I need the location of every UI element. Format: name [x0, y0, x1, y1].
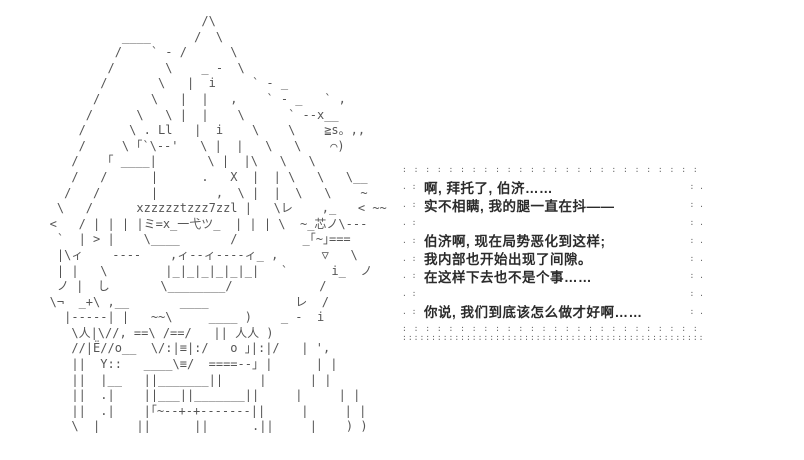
- dialogue-box: : : : : : : : : : : : : : : : : : : : : …: [402, 166, 704, 342]
- border-dots-right: : .: [689, 200, 704, 210]
- dialogue-line: 实不相瞒, 我的腿一直在抖——: [424, 198, 615, 214]
- border-dots-left: . :: [402, 306, 417, 316]
- dialogue-box-border-top: : : : : : : : : : : : : : : : : : : : : …: [402, 166, 704, 174]
- border-dots-right: : .: [689, 182, 704, 192]
- dialogue-box-border-bottom: : : : : : : : : : : : : : : : : : : : : …: [402, 325, 704, 334]
- dialogue-row: . : 我内部也开始出现了间隙。 : .: [402, 249, 704, 267]
- dialogue-row: . : : .: [402, 285, 704, 303]
- border-dots-left: . :: [402, 253, 417, 263]
- border-dots-left: . :: [402, 182, 417, 192]
- border-dots-left: . :: [402, 200, 417, 210]
- dialogue-line: 啊, 拜托了, 伯济……: [424, 180, 554, 196]
- border-dots-right: : .: [689, 271, 704, 281]
- dialogue-row: . : 在这样下去也不是个事…… : .: [402, 267, 704, 285]
- dialogue-box-border-bottom: ::::::::::::::::::::::::::::::::::::::::…: [402, 334, 704, 343]
- border-dots-left: . :: [402, 217, 417, 227]
- border-dots-right: : .: [689, 289, 704, 299]
- border-dots-right: : .: [689, 253, 704, 263]
- dialogue-row: . : 啊, 拜托了, 伯济…… : .: [402, 178, 704, 196]
- dialogue-line: 我内部也开始出现了间隙。: [424, 252, 592, 268]
- dialogue-row: . : 你说, 我们到底该怎么做才好啊…… : .: [402, 303, 704, 321]
- dialogue-row: . : 实不相瞒, 我的腿一直在抖—— : .: [402, 196, 704, 214]
- dialogue-line: 你说, 我们到底该怎么做才好啊……: [424, 305, 643, 321]
- border-dots-left: . :: [402, 271, 417, 281]
- border-dots-left: . :: [402, 289, 417, 299]
- ascii-art-character: /\ ____ / \ / ` - / \ / \ _ - \ / \ | i …: [49, 14, 387, 434]
- border-dots-left: . :: [402, 235, 417, 245]
- border-dots-right: : .: [689, 306, 704, 316]
- border-dots-right: : .: [689, 235, 704, 245]
- dialogue-line: 伯济啊, 现在局势恶化到这样;: [424, 234, 606, 250]
- dialogue-row: . : : .: [402, 214, 704, 232]
- dialogue-row: . : 伯济啊, 现在局势恶化到这样; : .: [402, 231, 704, 249]
- border-dots-right: : .: [689, 217, 704, 227]
- dialogue-line: 在这样下去也不是个事……: [424, 269, 592, 285]
